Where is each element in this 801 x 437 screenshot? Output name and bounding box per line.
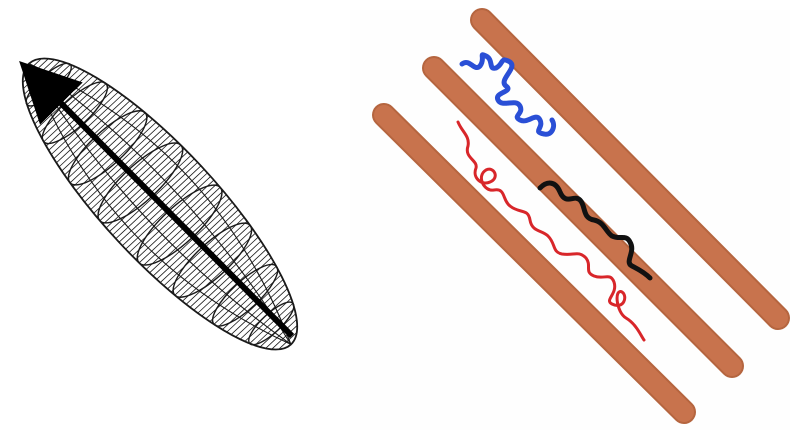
mesh-meridian <box>214 266 276 324</box>
long-axis-arrow <box>36 78 292 336</box>
mesh-meridian <box>245 298 291 341</box>
mesh-meridian <box>29 67 75 110</box>
ellipsoid-panel <box>0 25 332 382</box>
rods-panel <box>350 10 790 430</box>
mesh-meridian <box>231 284 285 335</box>
